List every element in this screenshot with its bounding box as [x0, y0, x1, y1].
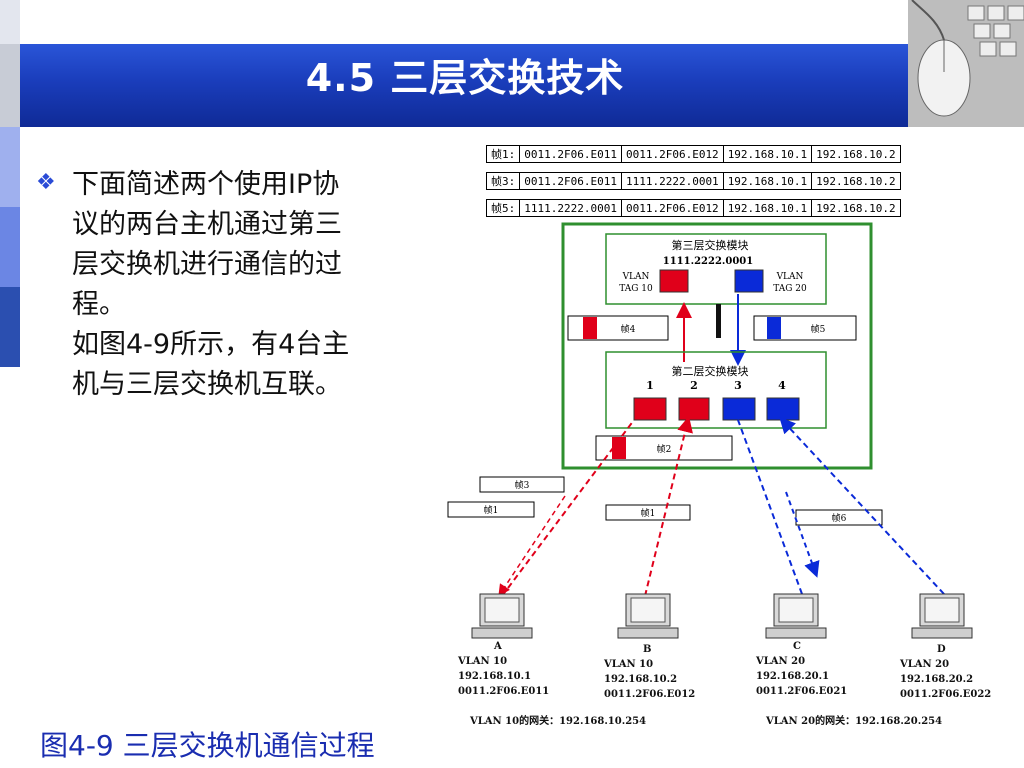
body-line: 如图4-9所示，有4台主 [72, 329, 350, 360]
l2-module-box [605, 351, 827, 429]
l2-module-title: 第二层交换模块 [672, 364, 749, 378]
vlan20-gateway: VLAN 20的网关：192.168.20.254 [765, 714, 942, 727]
host-c-mac: 0011.2F06.E021 [756, 686, 847, 697]
frame-label: 帧5: [485, 199, 521, 217]
host-d-ip: 192.168.20.2 [900, 674, 973, 685]
frame1a-box [447, 501, 535, 518]
frame-table-1: 帧1: 0011.2F06.E011 0011.2F06.E012 192.16… [485, 145, 901, 163]
body-text: 下面简述两个使用IP协 议的两台主机通过第三 层交换机进行通信的过 程。 如图4… [72, 165, 417, 405]
host-b-mac: 0011.2F06.E012 [604, 689, 695, 700]
frame1b-label: 帧1 [641, 507, 656, 519]
frame6-arrow [785, 491, 820, 578]
host-b-name: B [643, 644, 651, 655]
host-c-name: C [793, 641, 801, 652]
frame-label: 帧3: [485, 172, 521, 190]
port-number-3: 3 [734, 379, 742, 392]
frame-cell: 1111.2222.0001 [620, 172, 724, 190]
cable-c-to-port3 [737, 419, 803, 595]
frame-cell: 1111.2222.0001 [519, 199, 622, 217]
frame5-label: 帧5 [811, 323, 826, 335]
frame2-label: 帧2 [657, 443, 672, 455]
body-line: 机与三层交换机互联。 [72, 369, 342, 400]
host-d-name: D [937, 644, 946, 655]
trunk-bar [716, 304, 721, 338]
body-line: 层交换机进行通信的过 [72, 249, 342, 280]
host-a-computer-icon [471, 593, 533, 639]
frame-cell: 192.168.10.2 [811, 145, 901, 163]
host-b-computer-icon [617, 593, 679, 639]
port-2 [678, 397, 710, 421]
port-1 [633, 397, 667, 421]
host-a-ip: 192.168.10.1 [458, 671, 531, 682]
frame-cell: 0011.2F06.E011 [519, 172, 622, 190]
vlan20-tag-line1: VLAN [776, 272, 804, 282]
host-b-ip: 192.168.10.2 [604, 674, 677, 685]
cable-d-to-port4 [779, 417, 945, 595]
frame-cell: 0011.2F06.E012 [620, 199, 724, 217]
frame4-label: 帧4 [621, 323, 636, 335]
slide-title: 4.5 三层交换技术 [305, 56, 625, 100]
frame1b-box [605, 504, 691, 521]
frame2-red-marker [612, 437, 626, 459]
frame-cell: 192.168.10.1 [722, 145, 813, 163]
host-a-mac: 0011.2F06.E011 [458, 686, 549, 697]
frame5-blue-marker [767, 317, 781, 339]
host-c-ip: 192.168.20.1 [756, 671, 829, 682]
frame-cell: 0011.2F06.E011 [519, 145, 622, 163]
body-line: 下面简述两个使用IP协 [72, 169, 340, 200]
frame3-arrow [498, 495, 566, 597]
vlan10-tag-line2: TAG 10 [619, 284, 653, 294]
diamond-bullet-icon: ❖ [36, 170, 56, 195]
host-a-vlan: VLAN 10 [457, 656, 507, 667]
port-number-1: 1 [646, 379, 654, 392]
frame-cell: 0011.2F06.E012 [620, 145, 724, 163]
frame-table-3: 帧3: 0011.2F06.E011 1111.2222.0001 192.16… [485, 172, 901, 190]
frame3-box [479, 476, 565, 493]
host-b-vlan: VLAN 10 [603, 659, 653, 670]
frame1a-label: 帧1 [484, 504, 499, 516]
port-number-4: 4 [778, 379, 786, 392]
host-d-vlan: VLAN 20 [899, 659, 949, 670]
cable-b-to-port2 [644, 416, 693, 597]
frame4-red-marker [583, 317, 597, 339]
host-c-vlan: VLAN 20 [755, 656, 805, 667]
frame-table-5: 帧5: 1111.2222.0001 0011.2F06.E012 192.16… [485, 199, 901, 217]
l3-module-mac: 1111.2222.0001 [663, 256, 753, 267]
frame3-label: 帧3 [515, 479, 530, 491]
frame-cell: 192.168.10.1 [722, 199, 813, 217]
vlan10-interface [659, 269, 689, 293]
vlan10-gateway: VLAN 10的网关：192.168.10.254 [469, 714, 646, 727]
frame-label: 帧1: [485, 145, 521, 163]
vlan10-tag-line1: VLAN [622, 272, 650, 282]
body-line: 议的两台主机通过第三 [72, 209, 342, 240]
figure-caption: 图4-9 三层交换机通信过程 [40, 729, 375, 762]
host-a-name: A [493, 641, 502, 652]
frame6-label: 帧6 [832, 512, 847, 524]
body-line: 程。 [72, 289, 126, 320]
title-bar: 4.5 三层交换技术 [20, 44, 910, 127]
vlan20-interface [734, 269, 764, 293]
frame-cell: 192.168.10.2 [811, 172, 901, 190]
port-3 [722, 397, 756, 421]
host-d-mac: 0011.2F06.E022 [900, 689, 991, 700]
vlan20-tag-line2: TAG 20 [773, 284, 807, 294]
frame-cell: 192.168.10.2 [811, 199, 901, 217]
l3-module-title: 第三层交换模块 [672, 238, 749, 252]
keyboard-mouse-photo [908, 0, 1024, 127]
l3-switch-frame [561, 222, 873, 470]
host-c-computer-icon [765, 593, 827, 639]
cable-a-to-port1 [501, 419, 635, 597]
port-4 [766, 397, 800, 421]
port-number-2: 2 [690, 379, 698, 392]
host-d-computer-icon [911, 593, 973, 639]
frame-cell: 192.168.10.1 [722, 172, 813, 190]
